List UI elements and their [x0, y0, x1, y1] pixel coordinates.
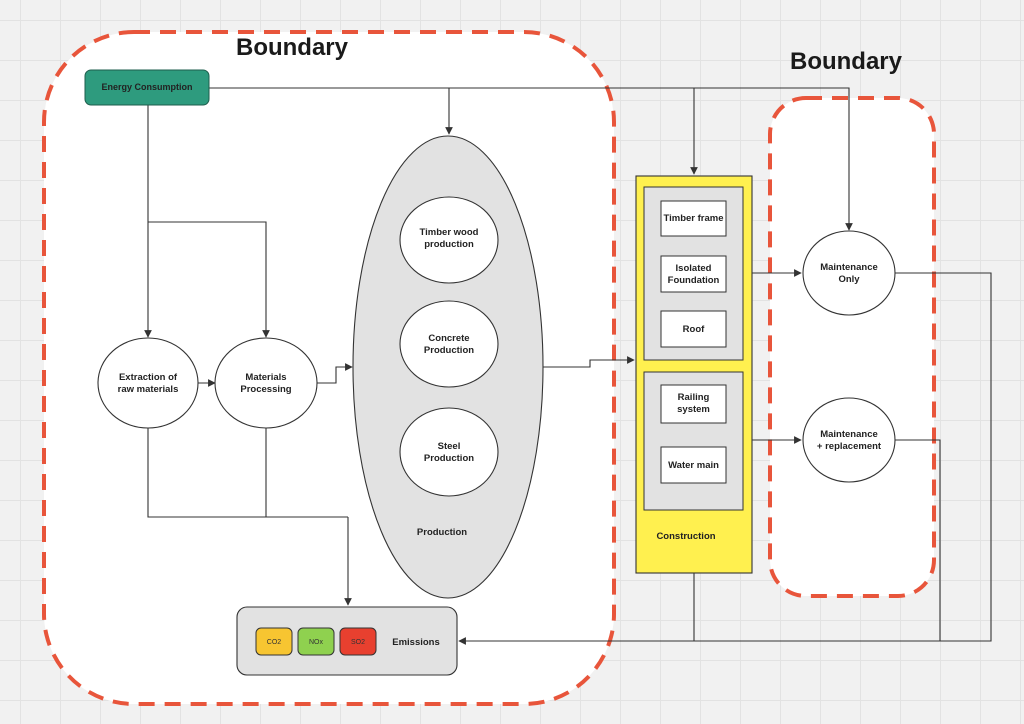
energy-consumption-node[interactable]: Energy Consumption — [84, 69, 210, 106]
production-label: Production — [417, 527, 467, 538]
energy-to-maintenance-arrow — [694, 87, 853, 231]
nox-badge[interactable]: NOx — [297, 627, 335, 656]
isolated-foundation-label-line2: Foundation — [668, 275, 720, 286]
processing-to-production-arrow — [317, 363, 353, 384]
construction-label: Construction — [656, 531, 715, 542]
materials-processing-label-line1: Materials — [245, 372, 286, 383]
steel-production-node[interactable]: Steel Production — [399, 407, 499, 497]
maintenance-only-node[interactable]: Maintenance Only — [802, 230, 896, 316]
isolated-foundation-label-line1: Isolated — [676, 263, 712, 274]
right-boundary-label: Boundary — [790, 48, 903, 75]
extraction-to-emissions-line — [147, 428, 348, 518]
co2-label: CO2 — [267, 639, 282, 646]
extraction-node[interactable]: Extraction of raw materials — [97, 337, 199, 429]
construction-group[interactable]: Construction Timber frame Isolated Found… — [635, 175, 753, 574]
emissions-label: Emissions — [392, 637, 440, 648]
concrete-production-label-line2: Production — [424, 345, 474, 356]
timber-wood-production-node[interactable]: Timber wood production — [399, 196, 499, 284]
water-main-label: Water main — [668, 460, 719, 471]
railing-system-node[interactable]: Railing system — [660, 384, 727, 424]
concrete-production-label-line1: Concrete — [428, 333, 469, 344]
energy-to-processing-arrow — [148, 221, 270, 338]
timber-production-label-line2: production — [424, 239, 474, 250]
materials-processing-label-line2: Processing — [240, 384, 291, 395]
construction-to-emissions-arrow — [458, 573, 695, 645]
extraction-label-line2: raw materials — [118, 384, 179, 395]
railing-system-label-line1: Railing — [678, 392, 710, 403]
timber-production-label-line1: Timber wood — [420, 227, 479, 238]
maintenance-replacement-label-line1: Maintenance — [820, 429, 878, 440]
steel-production-label-line1: Steel — [438, 441, 461, 452]
roof-node[interactable]: Roof — [660, 310, 727, 348]
timber-frame-label: Timber frame — [663, 213, 723, 224]
production-group[interactable]: Production Timber wood production Concre… — [352, 135, 544, 599]
energy-consumption-label: Energy Consumption — [101, 82, 192, 92]
water-main-node[interactable]: Water main — [660, 446, 727, 484]
emissions-group[interactable]: Emissions CO2 NOx SO2 — [236, 606, 458, 676]
maintenance-replacement-node[interactable]: Maintenance + replacement — [802, 397, 896, 483]
materials-processing-node[interactable]: Materials Processing — [214, 337, 318, 429]
right-boundary — [768, 96, 936, 598]
left-boundary-label: Boundary — [236, 34, 349, 61]
production-to-construction-arrow — [543, 356, 635, 368]
maintenance-only-to-emissions-line — [895, 272, 992, 642]
maintenance-only-label-line2: Only — [838, 274, 860, 285]
maintenance-only-label-line1: Maintenance — [820, 262, 878, 273]
steel-production-label-line2: Production — [424, 453, 474, 464]
maintenance-replacement-to-emissions-line — [694, 439, 941, 642]
so2-badge[interactable]: SO2 — [339, 627, 377, 656]
co2-badge[interactable]: CO2 — [255, 627, 293, 656]
extraction-label-line1: Extraction of — [119, 372, 178, 383]
so2-label: SO2 — [351, 639, 365, 646]
roof-label: Roof — [683, 324, 705, 335]
connectors — [144, 87, 992, 645]
maintenance-replacement-label-line2: + replacement — [817, 441, 882, 452]
railing-system-label-line2: system — [677, 404, 710, 415]
concrete-production-node[interactable]: Concrete Production — [399, 300, 499, 388]
nox-label: NOx — [309, 639, 324, 646]
isolated-foundation-node[interactable]: Isolated Foundation — [660, 255, 727, 293]
timber-frame-node[interactable]: Timber frame — [660, 200, 727, 237]
